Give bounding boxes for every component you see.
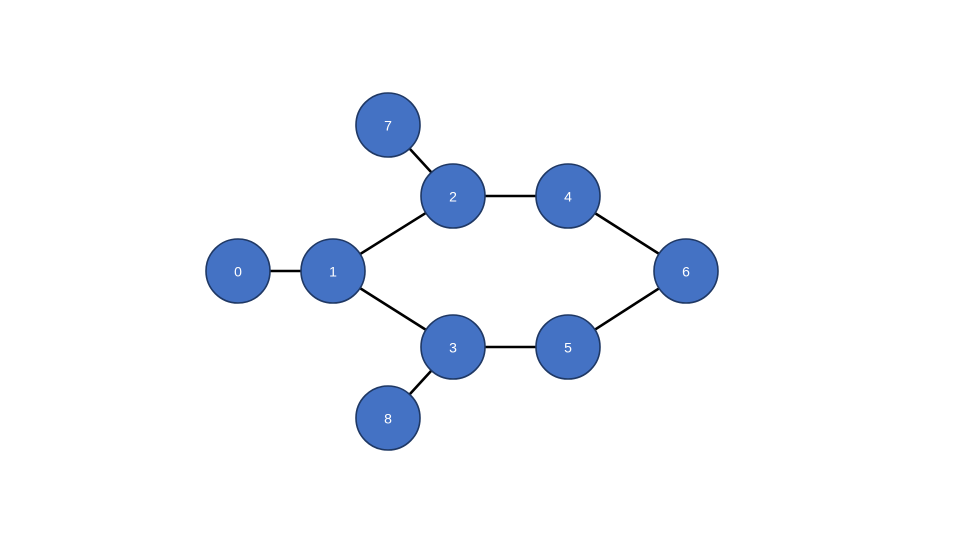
graph-node-5[interactable]: 5 <box>535 314 601 380</box>
graph-node-label-1: 1 <box>329 264 337 280</box>
graph-edge-5-6 <box>593 286 661 332</box>
graph-node-circle-4[interactable] <box>535 163 601 229</box>
graph-node-3[interactable]: 3 <box>420 314 486 380</box>
graph-node-4[interactable]: 4 <box>535 163 601 229</box>
graph-node-label-8: 8 <box>384 411 392 427</box>
graph-node-circle-2[interactable] <box>420 163 486 229</box>
graph-node-label-4: 4 <box>564 189 572 205</box>
graph-node-label-0: 0 <box>234 264 242 280</box>
graph-node-circle-8[interactable] <box>355 385 421 451</box>
graph-node-circle-7[interactable] <box>355 92 421 158</box>
graph-node-circle-5[interactable] <box>535 314 601 380</box>
graph-edge-1-2 <box>358 211 428 256</box>
graph-node-8[interactable]: 8 <box>355 385 421 451</box>
node-layer: 0 1 2 3 4 5 6 7 8 <box>205 92 719 451</box>
graph-node-label-2: 2 <box>449 189 457 205</box>
graph-edge-3-8 <box>407 368 434 397</box>
graph-node-circle-3[interactable] <box>420 314 486 380</box>
graph-node-circle-1[interactable] <box>300 238 366 304</box>
graph-node-7[interactable]: 7 <box>355 92 421 158</box>
graph-node-6[interactable]: 6 <box>653 238 719 304</box>
graph-node-0[interactable]: 0 <box>205 238 271 304</box>
graph-node-circle-0[interactable] <box>205 238 271 304</box>
graph-edge-1-3 <box>358 286 428 332</box>
graph-node-label-7: 7 <box>384 118 392 134</box>
edge-layer <box>269 146 661 397</box>
graph-edge-4-6 <box>593 211 661 256</box>
graph-node-circle-6[interactable] <box>653 238 719 304</box>
graph-node-label-5: 5 <box>564 340 572 356</box>
graph-node-label-6: 6 <box>682 264 690 280</box>
graph-edge-2-7 <box>407 146 434 175</box>
graph-node-label-3: 3 <box>449 340 457 356</box>
graph-node-2[interactable]: 2 <box>420 163 486 229</box>
graph-node-1[interactable]: 1 <box>300 238 366 304</box>
